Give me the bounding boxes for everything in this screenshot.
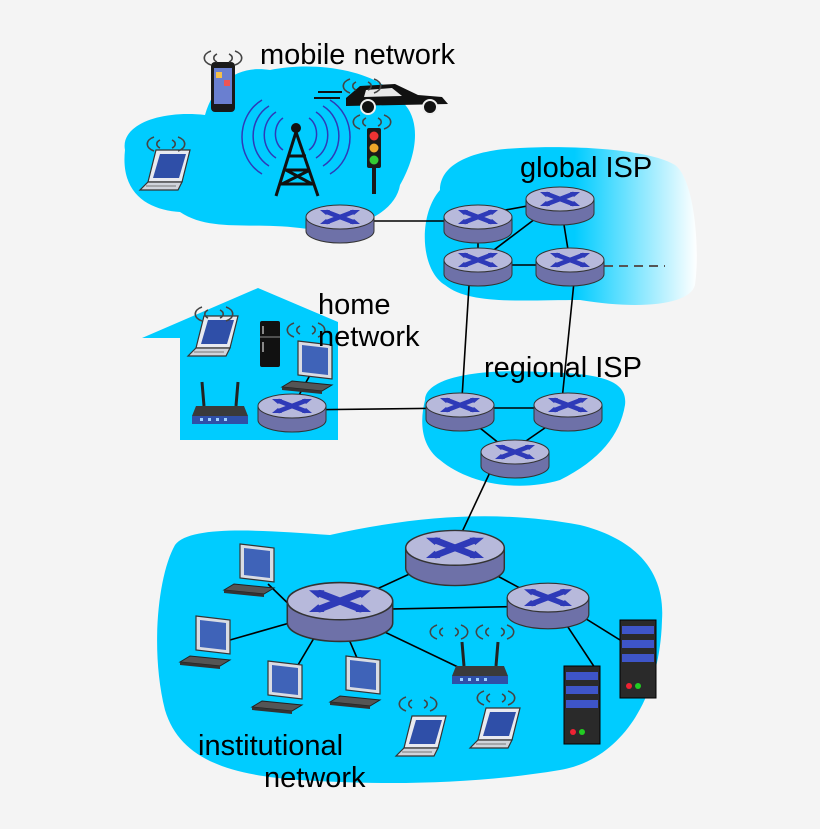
mobile-network-label: mobile network bbox=[260, 39, 456, 71]
home-network-label-line1: home bbox=[318, 289, 391, 321]
institutional-router-right bbox=[507, 583, 589, 629]
home-network-router bbox=[258, 394, 326, 432]
home-network-label-line2: network bbox=[318, 321, 420, 353]
institutional-network-label-line2: network bbox=[264, 762, 366, 794]
institutional-router-left bbox=[287, 583, 392, 642]
refrigerator-icon bbox=[260, 321, 280, 367]
global-isp-router-3 bbox=[444, 248, 512, 286]
regional-isp-label: regional ISP bbox=[484, 352, 642, 384]
institutional-network-region bbox=[157, 516, 663, 783]
car-icon bbox=[314, 78, 448, 115]
server-icon-1 bbox=[619, 619, 657, 699]
server-icon-2 bbox=[563, 665, 601, 745]
cell-tower-icon bbox=[241, 99, 351, 197]
regional-isp-router-3 bbox=[481, 440, 549, 478]
institutional-network-label-line1: institutional bbox=[198, 730, 343, 762]
regional-isp-router-2 bbox=[534, 393, 602, 431]
traffic-light-icon bbox=[352, 114, 392, 194]
global-isp-router-4 bbox=[536, 248, 604, 286]
global-isp-label: global ISP bbox=[520, 152, 652, 184]
mobile-network-region bbox=[124, 66, 415, 230]
mobile-network-router bbox=[306, 205, 374, 243]
regional-isp-router-1 bbox=[426, 393, 494, 431]
global-isp-router-2 bbox=[526, 187, 594, 225]
institutional-core-router bbox=[406, 530, 505, 585]
global-isp-router-1 bbox=[444, 205, 512, 243]
smartphone-icon bbox=[203, 50, 243, 112]
